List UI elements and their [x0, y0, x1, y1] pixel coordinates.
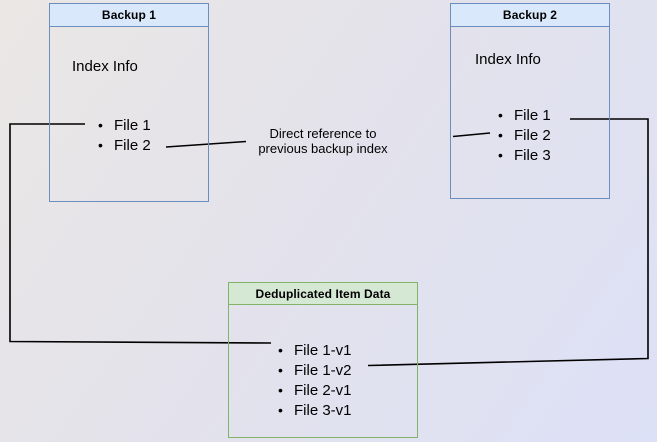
list-item: • File 3-v1 — [274, 400, 352, 420]
list-item: • File 2 — [494, 125, 551, 145]
direct-reference-label: Direct reference to previous backup inde… — [238, 126, 408, 156]
file-label: File 2 — [114, 136, 151, 154]
list-item: • File 1-v2 — [274, 360, 352, 380]
bullet-icon: • — [98, 117, 103, 133]
backup2-title: Backup 2 — [502, 8, 558, 22]
backup1-index-info-label: Index Info — [72, 58, 138, 75]
backup2-header: Backup 2 — [451, 4, 609, 27]
file-label: File 1 — [114, 116, 151, 134]
file-label: File 1-v2 — [294, 361, 352, 379]
backup1-box: Backup 1 — [49, 3, 209, 202]
backup2-box: Backup 2 — [450, 3, 610, 199]
dedup-header: Deduplicated Item Data — [229, 283, 417, 305]
file-label: File 3 — [514, 146, 551, 164]
bullet-icon: • — [498, 107, 503, 123]
bullet-icon: • — [498, 147, 503, 163]
list-item: • File 1 — [494, 105, 551, 125]
direct-reference-line2: previous backup index — [258, 141, 388, 156]
file-label: File 1 — [514, 106, 551, 124]
bullet-icon: • — [278, 402, 283, 418]
direct-reference-line1: Direct reference to — [269, 126, 377, 141]
file-label: File 1-v1 — [294, 341, 352, 359]
bullet-icon: • — [98, 137, 103, 153]
bullet-icon: • — [278, 362, 283, 378]
list-item: • File 3 — [494, 145, 551, 165]
backup1-header: Backup 1 — [50, 4, 208, 27]
bullet-icon: • — [498, 127, 503, 143]
backup1-file-list: • File 1 • File 2 — [94, 115, 151, 155]
file-label: File 3-v1 — [294, 401, 352, 419]
backup2-index-info-label: Index Info — [475, 51, 541, 68]
bullet-icon: • — [278, 382, 283, 398]
bullet-icon: • — [278, 342, 283, 358]
file-label: File 2 — [514, 126, 551, 144]
backup1-title: Backup 1 — [101, 8, 157, 22]
dedup-file-list: • File 1-v1 • File 1-v2 • File 2-v1 • Fi… — [274, 340, 352, 420]
dedup-box: Deduplicated Item Data — [228, 282, 418, 438]
list-item: • File 2-v1 — [274, 380, 352, 400]
list-item: • File 1-v1 — [274, 340, 352, 360]
list-item: • File 1 — [94, 115, 151, 135]
dedup-title: Deduplicated Item Data — [255, 286, 391, 301]
file-label: File 2-v1 — [294, 381, 352, 399]
list-item: • File 2 — [94, 135, 151, 155]
backup2-file-list: • File 1 • File 2 • File 3 — [494, 105, 551, 165]
